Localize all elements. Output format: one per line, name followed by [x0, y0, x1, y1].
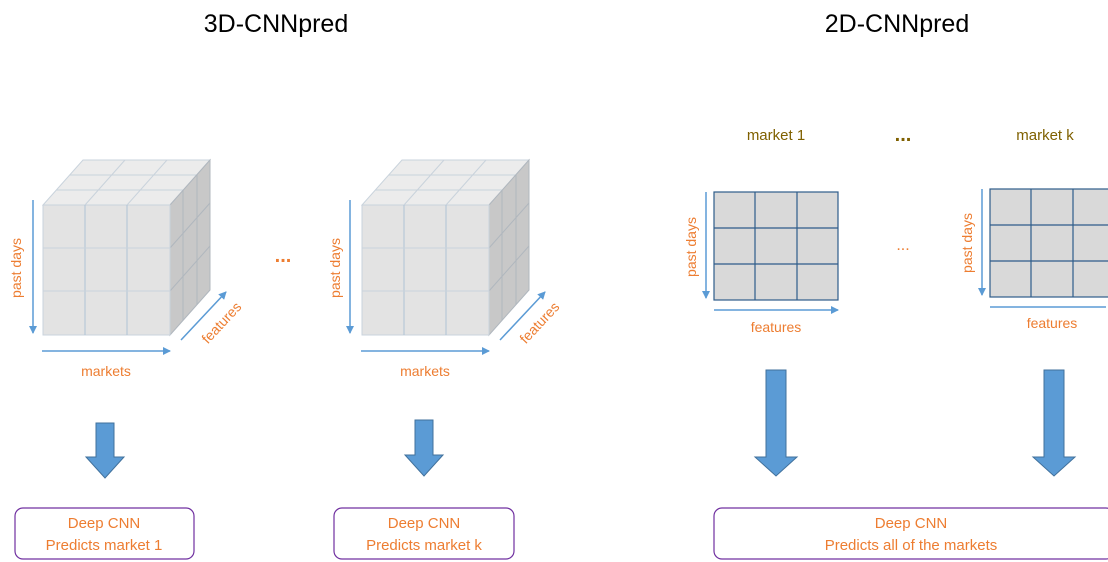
- box2-line2: Predicts market k: [366, 537, 482, 554]
- deep-cnn-box-market-k: [333, 507, 515, 560]
- cube1-past-days-label: past days: [8, 238, 24, 298]
- box1-line1: Deep CNN: [68, 515, 141, 532]
- market-1-label: market 1: [747, 127, 805, 144]
- features-axis-arrow-1: [180, 291, 227, 341]
- features-axis-arrow-2: [499, 291, 546, 341]
- box3-line2: Predicts all of the markets: [825, 537, 998, 554]
- cube-3d-market-group-k: [360, 158, 531, 337]
- down-arrow-2d-1: [753, 369, 799, 477]
- down-arrow-3d-1: [84, 422, 126, 479]
- cube2-past-days-label: past days: [327, 238, 343, 298]
- grid-2d-market-k: [989, 188, 1108, 298]
- cube2-markets-label: markets: [400, 363, 450, 379]
- deep-cnn-box-market-1: [14, 507, 195, 560]
- cube1-features-label: features: [198, 299, 244, 347]
- title-2d-cnnpred: 2D-CNNpred: [825, 10, 969, 38]
- grid1-features-label: features: [751, 319, 802, 335]
- title-3d-cnnpred: 3D-CNNpred: [204, 10, 348, 38]
- box3-line1: Deep CNN: [875, 515, 948, 532]
- grid-2d-market-1: [713, 191, 839, 301]
- box1-line2: Predicts market 1: [46, 537, 163, 554]
- grid2-past-days-label: past days: [959, 213, 975, 273]
- market-k-label: market k: [1016, 127, 1074, 144]
- grids-ellipsis: ...: [896, 237, 909, 254]
- markets-top-ellipsis: ...: [895, 124, 912, 146]
- cubes-ellipsis: ...: [275, 245, 292, 267]
- grid2-features-label: features: [1027, 315, 1078, 331]
- grid1-past-days-label: past days: [683, 217, 699, 277]
- box2-line1: Deep CNN: [388, 515, 461, 532]
- deep-cnn-box-all-markets: [713, 507, 1108, 560]
- down-arrow-3d-2: [403, 419, 445, 477]
- cube-3d-market-group-1: [41, 158, 212, 337]
- down-arrow-2d-k: [1031, 369, 1077, 477]
- cube2-features-label: features: [516, 299, 562, 347]
- cube1-markets-label: markets: [81, 363, 131, 379]
